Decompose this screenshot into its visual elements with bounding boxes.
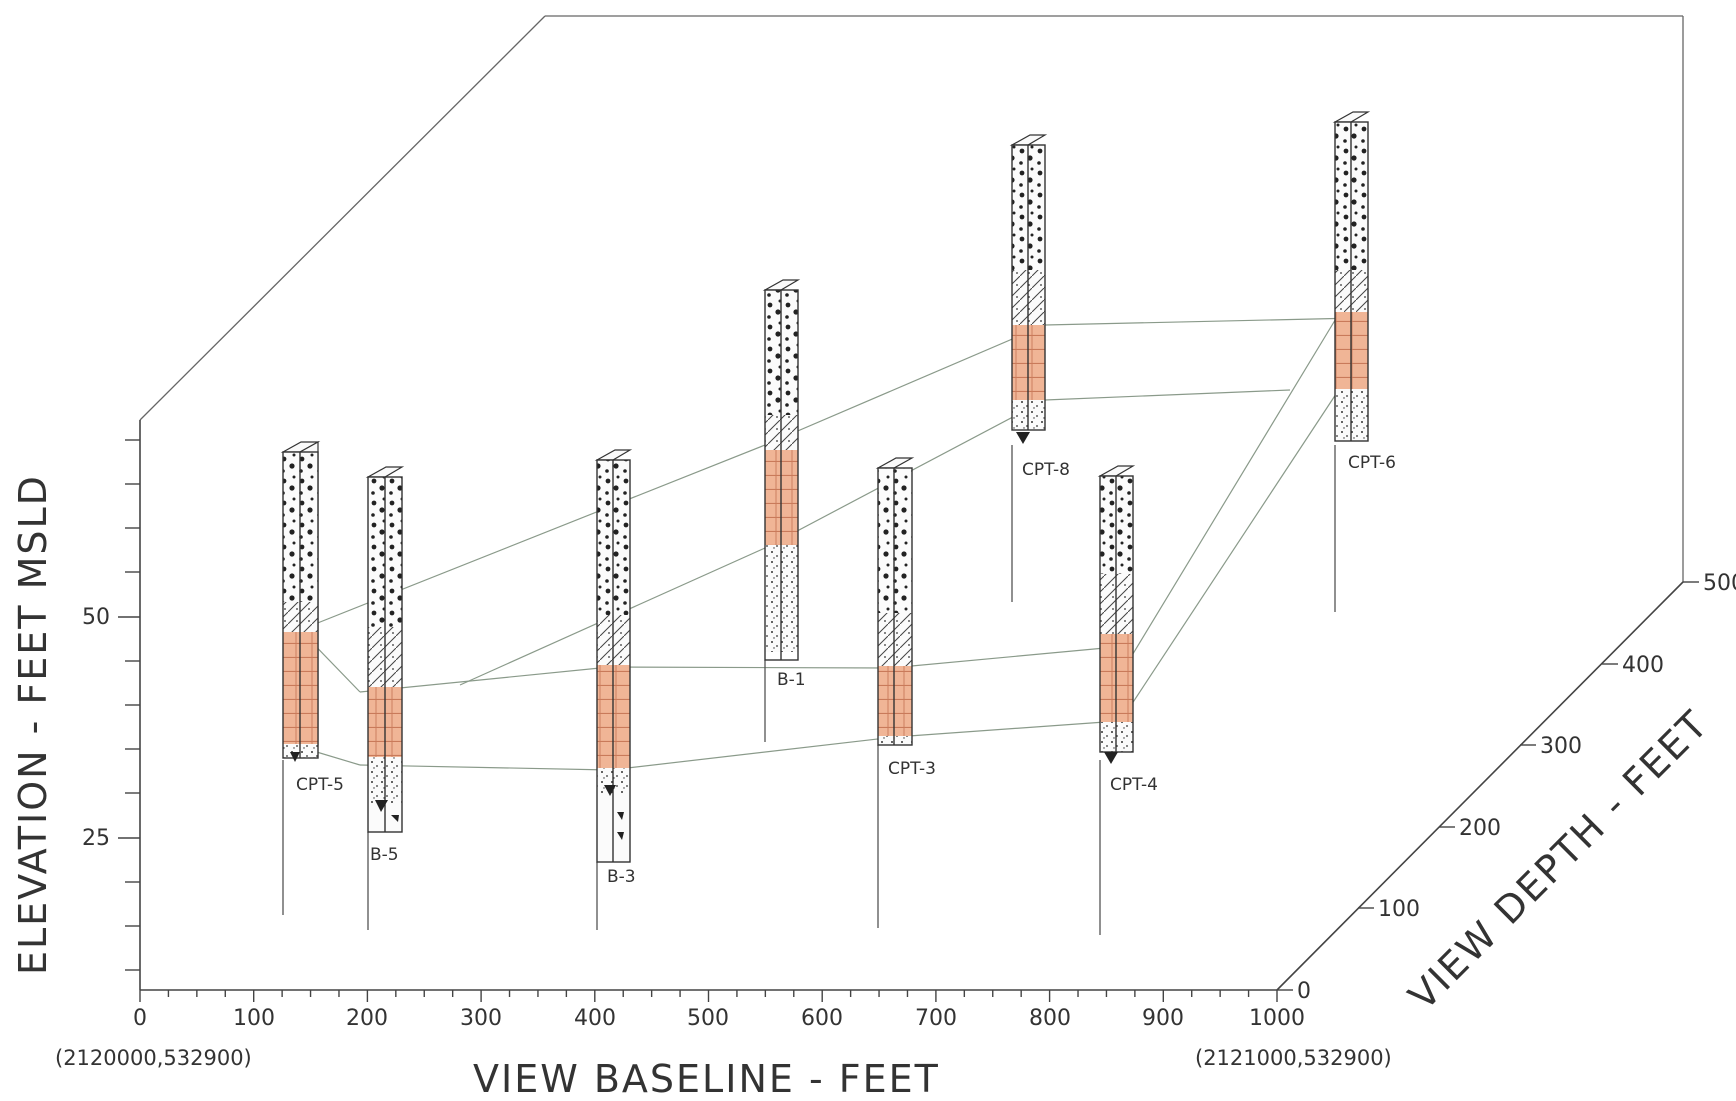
baseline-axis-title: VIEW BASELINE - FEET	[473, 1057, 940, 1101]
x-tick-label: 300	[460, 1006, 502, 1031]
elevation-axis-title: ELEVATION - FEET MSLD	[11, 474, 55, 975]
z-tick-label: 500	[1703, 571, 1736, 596]
z-tick-label: 400	[1622, 653, 1664, 678]
x-tick-label: 100	[233, 1006, 275, 1031]
end-coordinate: (2121000,532900)	[1195, 1046, 1392, 1070]
x-tick-label: 700	[915, 1006, 957, 1031]
x-tick-label: 800	[1029, 1006, 1071, 1031]
x-tick-label: 200	[346, 1006, 388, 1031]
boring-label: CPT-8	[1022, 460, 1070, 480]
x-tick-label: 500	[687, 1006, 729, 1031]
y-tick-label: 50	[82, 605, 110, 630]
boring-b-1: B-1	[762, 279, 806, 742]
boring-cpt-3: CPT-3	[875, 457, 936, 928]
boring-label: CPT-4	[1110, 775, 1158, 795]
z-tick-label: 200	[1459, 816, 1501, 841]
boring-columns: CPT-5 B-5	[280, 111, 1396, 935]
boring-b-3: B-3	[594, 449, 636, 930]
boring-cpt-8: CPT-8	[1009, 134, 1070, 602]
boring-cpt-6: CPT-6	[1332, 111, 1396, 612]
boring-cpt-5: CPT-5	[280, 440, 344, 915]
z-tick-label: 100	[1378, 897, 1420, 922]
boring-b-5: B-5	[365, 466, 405, 930]
boring-label: B-5	[370, 845, 399, 865]
boring-label: CPT-5	[296, 775, 344, 795]
boring-label: B-1	[777, 670, 806, 690]
depth-axis: 0 100 200 300 400 500	[1277, 571, 1736, 1004]
elevation-axis: 50 25	[82, 439, 140, 971]
y-tick-label: 25	[82, 826, 110, 851]
baseline-axis: 0 100 200 300 400 500 600 700 800 900 10…	[55, 990, 1392, 1070]
origin-coordinate: (2120000,532900)	[55, 1046, 252, 1070]
boring-label: CPT-6	[1348, 453, 1396, 473]
z-tick-label: 300	[1540, 734, 1582, 759]
boring-label: CPT-3	[888, 759, 936, 779]
x-tick-label: 400	[574, 1006, 616, 1031]
boring-cpt-4: CPT-4	[1097, 465, 1158, 935]
z-tick-label: 0	[1297, 979, 1311, 1004]
boring-label: B-3	[607, 867, 636, 887]
x-tick-label: 900	[1142, 1006, 1184, 1031]
correlation-lines	[299, 311, 1359, 771]
x-tick-label: 600	[801, 1006, 843, 1031]
x-tick-label: 0	[133, 1006, 147, 1031]
x-tick-label: 1000	[1249, 1006, 1305, 1031]
